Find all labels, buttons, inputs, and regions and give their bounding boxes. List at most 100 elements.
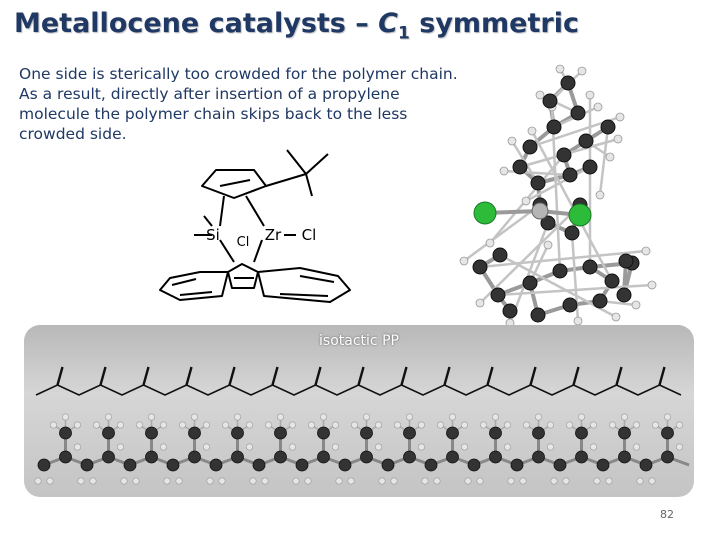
pp-hydrogen [378,477,386,485]
pp-methyl-wedge [357,366,365,386]
pp-hydrogen [589,443,597,451]
carbon-atom [578,133,594,149]
hydrogen-atom [615,112,625,122]
pp-hydrogen [331,443,339,451]
pp-backbone-carbon [424,458,438,472]
pp-methyl-wedge [658,366,666,386]
pp-hydrogen [417,421,425,429]
slide-title: Metallocene catalysts – C1 symmetric [14,8,714,48]
pp-hydrogen [261,477,269,485]
pp-hydrogen [405,413,413,421]
model-bond [479,204,581,304]
page-number: 82 [660,508,674,521]
model-bond [525,165,591,203]
pp-methyl-wedge [529,366,537,386]
chlorine-atom [568,203,592,227]
pp-backbone-carbon [403,450,416,464]
pp-hydrogen [651,421,659,429]
hydrogen-atom [573,316,583,325]
hydrogen-atom [613,134,623,144]
pp-hydrogen [148,413,156,421]
pp-hydrogen [265,421,273,429]
pp-hydrogen [589,421,597,429]
pp-hydrogen [307,421,315,429]
carbon-atom [530,307,546,323]
carbon-atom [472,259,488,275]
pp-backbone-carbon [166,458,180,472]
pp-hydrogen [503,421,511,429]
pp-backbone-carbon [274,450,287,464]
pp-hydrogen [433,477,441,485]
model-bond [598,126,610,196]
catalyst-3d-model [459,64,657,325]
pp-hydrogen [49,421,57,429]
pp-backbone-carbon [37,458,51,472]
pp-hydrogen [362,413,370,421]
pp-hydrogen [546,421,554,429]
pp-hydrogen [393,421,401,429]
pp-hydrogen [246,443,254,451]
pp-hydrogen [175,477,183,485]
pp-hydrogen [577,413,585,421]
pp-hydrogen [120,477,128,485]
pp-backbone-carbon [209,458,223,472]
hydrogen-atom [631,300,641,310]
carbon-atom [530,175,546,191]
pp-methyl-carbon [403,426,416,440]
pp-methyl-wedge [572,366,580,386]
pp-hydrogen [460,421,468,429]
pp-backbone-carbon [532,450,545,464]
pp-hydrogen [620,413,628,421]
carbon-atom [540,215,556,231]
hydrogen-atom [505,318,515,325]
pp-hydrogen [550,477,558,485]
title-subscript: 1 [398,23,410,44]
hydrogen-atom [543,240,553,250]
pp-hydrogen [636,477,644,485]
pp-backbone-carbon [252,458,266,472]
pp-methyl-carbon [317,426,330,440]
model-bond [497,283,653,297]
pp-hydrogen [519,477,527,485]
pp-methyl-wedge [400,366,408,386]
carbon-atom [492,247,508,263]
pp-hydrogen [335,477,343,485]
pp-hydrogen [132,477,140,485]
pp-methyl-carbon [661,426,674,440]
carbon-atom [562,167,578,183]
hydrogen-atom [577,66,587,76]
pp-hydrogen [61,413,69,421]
pp-hydrogen [73,421,81,429]
title-suffix: symmetric [409,8,579,39]
pp-methyl-carbon [489,426,502,440]
pp-backbone-carbon [102,450,115,464]
carbon-atom [552,263,568,279]
pp-backbone-carbon [489,450,502,464]
pp-hydrogen [648,477,656,485]
pp-hydrogen [507,477,515,485]
pp-hydrogen [436,421,444,429]
pp-backbone-carbon [360,450,373,464]
pp-hydrogen [417,443,425,451]
pp-backbone-carbon [338,458,352,472]
pp-hydrogen [479,421,487,429]
pp-hydrogen [460,443,468,451]
pp-backbone-skeletal [35,384,682,396]
pp-hydrogen [534,413,542,421]
pp-hydrogen [565,421,573,429]
pp-hydrogen [304,477,312,485]
pp-hydrogen [191,413,199,421]
pp-methyl-wedge [443,366,451,386]
carbon-atom [570,105,586,121]
cl-label-bridge: Cl [237,235,250,250]
cl-label-terminal: Cl [302,226,317,244]
carbon-atom [600,119,616,135]
pp-hydrogen [632,443,640,451]
pp-backbone-carbon [467,458,481,472]
cp-ring [201,169,267,199]
carbon-atom [616,287,632,303]
pp-methyl-carbon [618,426,631,440]
pp-hydrogen [234,413,242,421]
hydrogen-atom [641,246,651,256]
model-bond [479,249,647,269]
